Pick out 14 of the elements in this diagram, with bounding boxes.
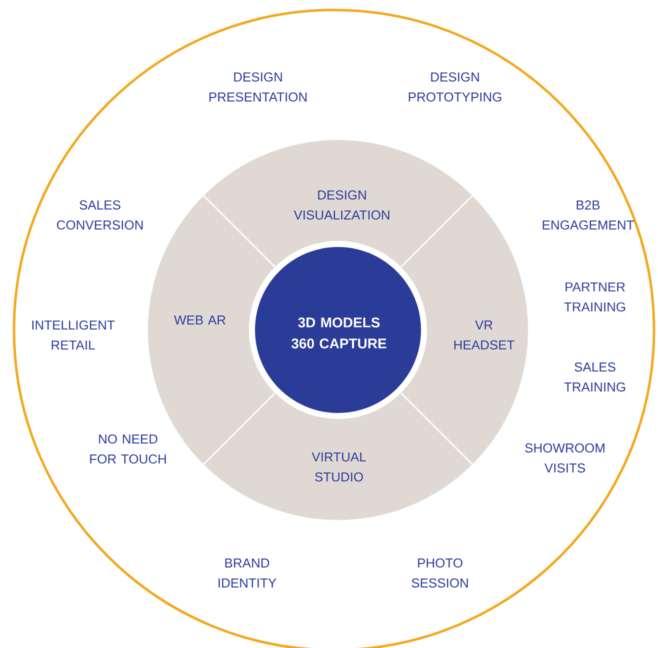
node-label: WEB AR [174, 316, 226, 324]
outer-label: B2B ENGAGEMENT [542, 200, 634, 230]
node-label: DESIGN VISUALIZATION [294, 190, 390, 220]
node-label: VR HEADSET [454, 320, 514, 350]
node-label: VIRTUAL STUDIO [312, 452, 366, 482]
ring-segment: VIRTUAL STUDIO [204, 392, 472, 520]
outer-label: BRAND IDENTITY [218, 558, 276, 588]
ring-segment: DESIGN VISUALIZATION [204, 140, 472, 268]
outer-label: DESIGN PRESENTATION [209, 72, 307, 102]
outer-label: DESIGN PROTOTYPING [408, 72, 502, 102]
outer-label: PARTNER TRAINING [564, 282, 626, 312]
outer-label: PHOTO SESSION [412, 558, 468, 588]
outer-label: INTELLIGENT RETAIL [32, 320, 115, 350]
outer-label: SALES TRAINING [564, 362, 626, 392]
